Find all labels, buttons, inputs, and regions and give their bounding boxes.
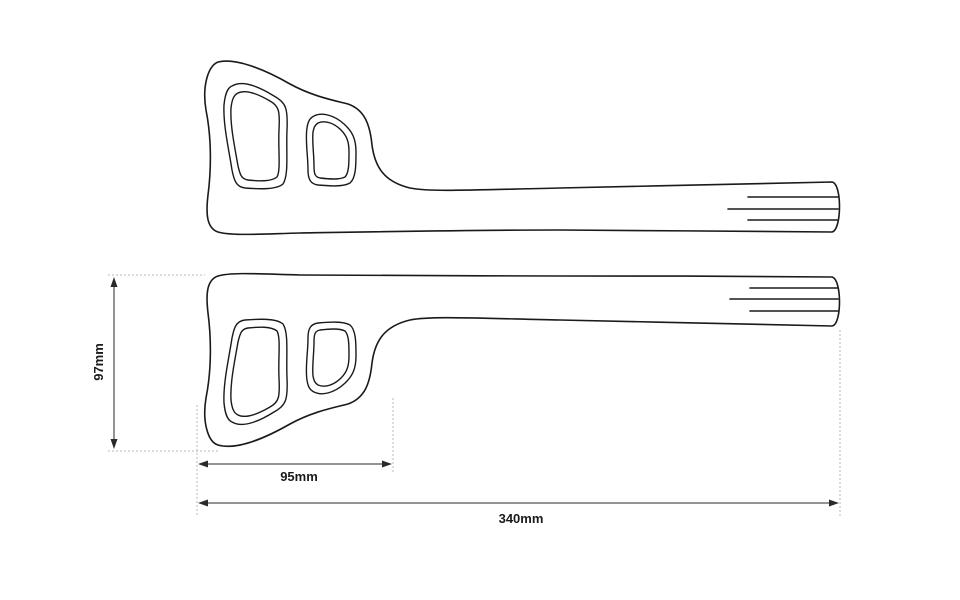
grip-hole-small-inner-bottom: [312, 328, 350, 387]
grip-hole-large-outer-bottom: [223, 318, 288, 426]
total-length-label: 340mm: [499, 511, 544, 526]
extension-lines: [108, 274, 841, 517]
blade-slot-lines-top: [727, 196, 839, 221]
handle-width-dimension: 95mm: [198, 460, 392, 484]
spatula-bottom-outline: [203, 272, 841, 448]
handle-width-label: 95mm: [280, 469, 318, 484]
grip-hole-large-inner-bottom: [230, 326, 280, 418]
height-label: 97mm: [91, 343, 106, 381]
height-dimension: 97mm: [91, 277, 118, 449]
spatula-top-view: [203, 60, 841, 236]
grip-hole-large-inner: [230, 90, 280, 182]
total-length-dimension: 340mm: [198, 499, 839, 526]
grip-hole-large-outer: [223, 82, 288, 190]
blade-slot-lines-bottom: [729, 287, 839, 312]
grip-hole-small-outer-bottom: [305, 321, 357, 395]
grip-hole-small-inner: [312, 121, 350, 180]
spatula-top-outline: [203, 60, 841, 236]
grip-hole-small-outer: [305, 113, 357, 187]
spatula-bottom-view: [203, 272, 841, 448]
